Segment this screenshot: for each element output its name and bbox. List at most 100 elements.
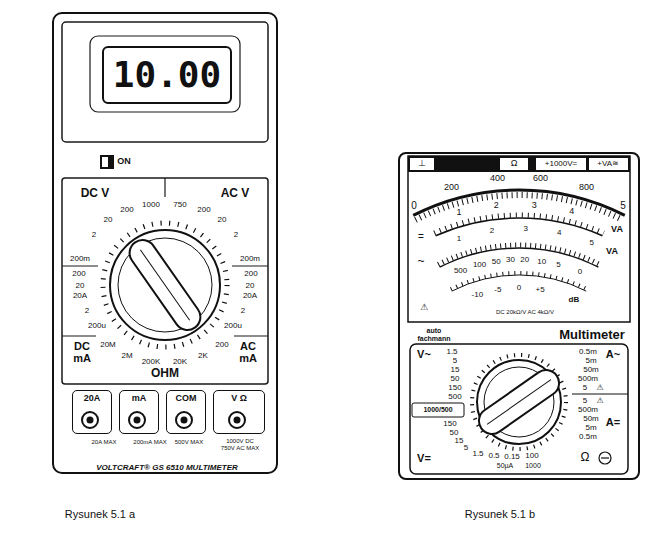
range-value: 20A [242, 292, 258, 301]
scale-number: 2 [493, 201, 500, 211]
meter-a-panel-part [232, 265, 268, 266]
input-jack: V Ω [213, 390, 265, 434]
model-name: Multimeter [559, 328, 625, 342]
range-value: 2 [240, 307, 246, 316]
meter-housing: auto fachmann Multimeter [398, 152, 640, 480]
range-value: 500 [447, 393, 462, 402]
range-value: 15 [450, 366, 461, 375]
range-value: 200 [71, 270, 86, 279]
jack-socket-part [87, 417, 94, 424]
range-value: 150 [447, 384, 462, 393]
range-value: 20 [217, 216, 228, 225]
jack-socket-part [181, 417, 188, 424]
meter-a-panel-part [164, 178, 165, 197]
scale-number: 200 [443, 183, 460, 193]
meter-a-panel-part [62, 265, 98, 266]
range-value: 200 [214, 341, 229, 350]
rotary-selector-part [487, 380, 551, 425]
scale-unit: dB [568, 295, 581, 304]
rotary-selector-part [140, 250, 189, 320]
scale-number: -10 [471, 290, 485, 299]
range-value: 20M [99, 341, 117, 350]
scale-number: 1 [455, 208, 462, 218]
meter-b-panel-part [572, 393, 628, 394]
figure-caption: Rysunek 5.1 a [64, 508, 136, 520]
rotary-selector [472, 355, 566, 449]
range-value: 2K [197, 352, 209, 361]
scale-symbol: = [417, 231, 425, 242]
scale-number: 20 [519, 256, 530, 265]
range-value: 20 [75, 282, 86, 291]
jack-label: mA [132, 394, 147, 404]
scale-number: 10 [536, 257, 547, 266]
rotary-selector-part [103, 223, 227, 347]
range-value: 20K [172, 358, 188, 367]
jack-rating: 200mA MAX [132, 439, 167, 446]
range-value: 1.5 [471, 450, 484, 459]
analog-scale-part [408, 156, 630, 322]
rotary-selector-part [125, 235, 206, 335]
range-value: 5 [463, 444, 469, 453]
figure-caption: Rysunek 5.1 b [464, 508, 536, 520]
scale-number: 30 [505, 256, 516, 265]
range-value: 50µA [496, 462, 515, 470]
scale-number: +5 [535, 285, 546, 294]
input-jack: 20A [72, 390, 112, 434]
lcd-readout: 10.00 [113, 55, 221, 95]
scale-number: 800 [578, 183, 595, 193]
range-value: 200m [69, 255, 91, 264]
meter-b-panel-part [410, 344, 628, 474]
range-value: 5 [582, 384, 588, 393]
function-label: DC mA [68, 340, 96, 364]
analog-scale-part [589, 158, 628, 170]
meter-a-panel-part [90, 36, 240, 112]
range-value: 1000 [524, 462, 542, 470]
scale-number: 0 [516, 284, 522, 293]
range-value: 500m [577, 406, 599, 415]
function-label: AC mA [234, 340, 262, 364]
analog-scale-part [440, 248, 599, 267]
range-value: 2M [120, 352, 133, 361]
brand-logo: auto fachmann [416, 327, 452, 342]
meter-housing: VOLTCRAFT® GS 6510 MULTIMETER 10.00 20A mA C… [52, 12, 278, 474]
scale-symbol: ⊥ [417, 159, 427, 169]
range-value: 20 [103, 216, 114, 225]
range-value: 0.5m [578, 433, 598, 442]
brand-label: VOLTCRAFT® GS 6510 MULTIMETER [96, 464, 238, 473]
warning-symbol: ⚠ [419, 303, 429, 313]
scale-number: 5 [588, 239, 594, 248]
meter-b-panel-part [599, 452, 611, 464]
scale-unit: VA [605, 247, 619, 257]
jack-label: V Ω [231, 394, 247, 404]
range-value: 20A [72, 292, 88, 301]
input-jack: COM [166, 390, 206, 434]
range-value: 2 [84, 307, 90, 316]
jack-rating: 1000V DC 750V AC MAX [218, 438, 262, 451]
range-value: 150 [442, 420, 457, 429]
scale-number: 0 [577, 267, 583, 276]
range-value: 2 [91, 231, 97, 240]
range-value: 200 [243, 270, 258, 279]
function-label: A~ [605, 348, 621, 360]
rotary-selector-part [125, 235, 206, 335]
input-jack: mA [119, 390, 159, 434]
range-value: 0.5m [578, 348, 598, 357]
jack-socket-part [234, 417, 241, 424]
jack-socket-part [82, 412, 98, 428]
function-label: V~ [416, 348, 432, 360]
range-value: 1.5 [445, 348, 458, 357]
jack-socket-part [134, 417, 141, 424]
scale-number: 50 [491, 257, 502, 266]
lcd-display: 10.00 [102, 46, 232, 104]
meter-a-panel-part [62, 178, 268, 384]
analog-scale-part [416, 195, 623, 220]
range-value: 50m [582, 415, 600, 424]
function-label: V= [416, 452, 432, 464]
range-value: 100 [524, 452, 539, 461]
jack-label: 20A [84, 394, 101, 404]
analog-scale-part [500, 158, 528, 170]
scale-number: -5 [493, 285, 502, 294]
jack-socket [82, 412, 245, 428]
scale-number: 4 [556, 229, 562, 238]
rotary-selector-part [472, 355, 566, 449]
